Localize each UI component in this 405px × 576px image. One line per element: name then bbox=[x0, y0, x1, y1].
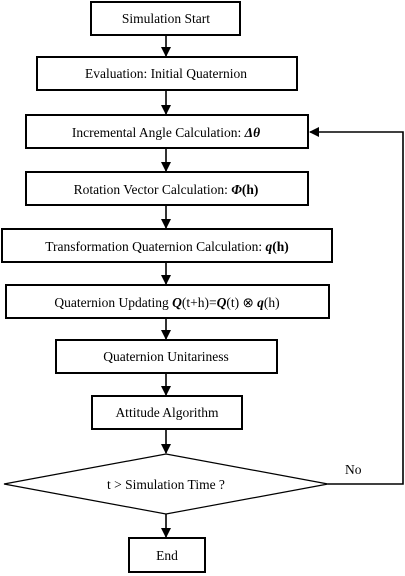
phi-symbol: Φ bbox=[231, 182, 242, 197]
delta-theta-symbol: Δθ bbox=[244, 125, 260, 140]
node-simulation-start-label: Simulation Start bbox=[122, 11, 210, 26]
node-rotation-vector-label: Rotation Vector Calculation: Φ(h) bbox=[74, 182, 259, 197]
node-incremental-angle-label: Incremental Angle Calculation: Δθ bbox=[72, 125, 260, 140]
node-simulation-start: Simulation Start bbox=[90, 1, 241, 36]
q-symbol: q bbox=[266, 239, 273, 254]
updating-Q1-symbol: Q bbox=[172, 295, 182, 310]
node-decision-label: t > Simulation Time ? bbox=[107, 477, 225, 492]
node-quaternion-updating: Quaternion Updating Q(t+h)=Q(t) ⊗ q(h) bbox=[5, 284, 330, 319]
node-evaluation: Evaluation: Initial Quaternion bbox=[36, 56, 298, 91]
node-transformation-quaternion: Transformation Quaternion Calculation: q… bbox=[1, 228, 333, 263]
node-incremental-angle: Incremental Angle Calculation: Δθ bbox=[25, 114, 309, 149]
node-decision: t > Simulation Time ? bbox=[3, 453, 329, 515]
node-end: End bbox=[128, 537, 206, 573]
rotation-vector-suffix: (h) bbox=[242, 182, 259, 197]
rotation-vector-prefix: Rotation Vector Calculation: bbox=[74, 182, 232, 197]
updating-prefix: Quaternion Updating bbox=[54, 295, 172, 310]
updating-mid2: (t) ⊗ bbox=[226, 295, 257, 310]
node-quaternion-unitariness-label: Quaternion Unitariness bbox=[103, 349, 229, 364]
node-quaternion-unitariness: Quaternion Unitariness bbox=[55, 339, 278, 374]
node-attitude-algorithm-label: Attitude Algorithm bbox=[115, 405, 219, 420]
transformation-suffix: (h) bbox=[272, 239, 289, 254]
node-quaternion-updating-label: Quaternion Updating Q(t+h)=Q(t) ⊗ q(h) bbox=[54, 295, 279, 310]
node-transformation-quaternion-label: Transformation Quaternion Calculation: q… bbox=[45, 239, 289, 254]
updating-suffix: (h) bbox=[264, 295, 280, 310]
updating-mid1: (t+h)= bbox=[182, 295, 217, 310]
node-end-label: End bbox=[156, 548, 178, 563]
node-evaluation-label: Evaluation: Initial Quaternion bbox=[85, 66, 247, 81]
incremental-angle-prefix: Incremental Angle Calculation: bbox=[72, 125, 245, 140]
edge-no-label: No bbox=[345, 462, 362, 477]
transformation-prefix: Transformation Quaternion Calculation: bbox=[45, 239, 265, 254]
node-attitude-algorithm: Attitude Algorithm bbox=[91, 395, 243, 430]
node-rotation-vector: Rotation Vector Calculation: Φ(h) bbox=[25, 171, 309, 206]
updating-q-symbol: q bbox=[257, 295, 264, 310]
updating-Q2-symbol: Q bbox=[217, 295, 227, 310]
edge-no-loopback bbox=[309, 127, 404, 485]
